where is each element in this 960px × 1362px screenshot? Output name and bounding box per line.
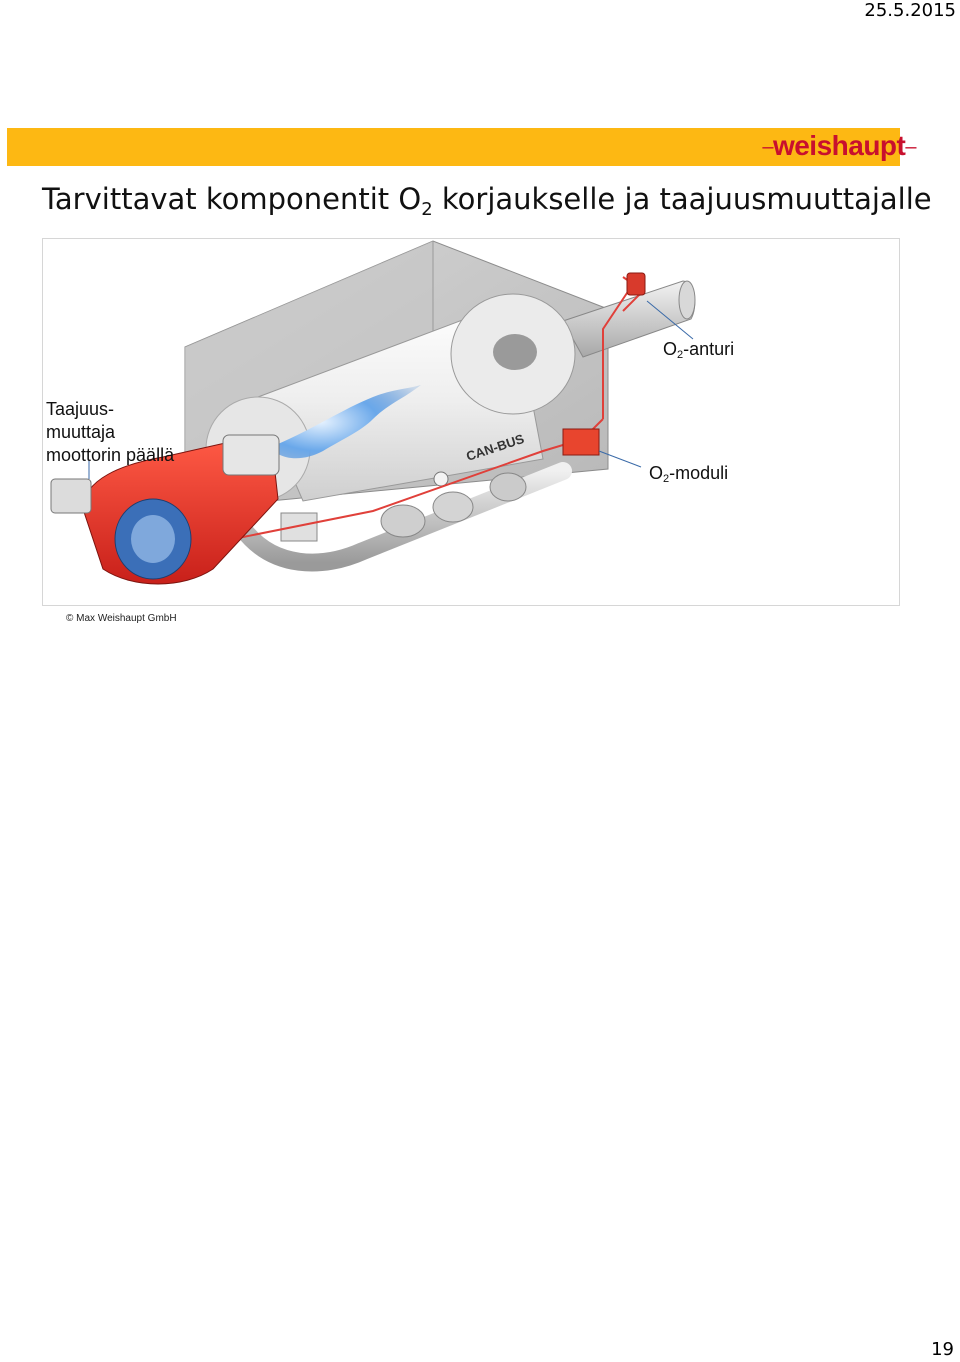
gas-train <box>234 462 572 572</box>
burner-system-drawing: CAN-BUS <box>50 240 696 585</box>
o2-module-label: O2-moduli <box>649 463 729 485</box>
brand-name: weishaupt <box>772 130 906 161</box>
page-number: 19 <box>931 1339 954 1360</box>
weishaupt-logo: –weishaupt– <box>762 130 916 161</box>
o2-sensor <box>626 272 694 340</box>
slide-title: Tarvittavat komponentit O2 korjaukselle … <box>42 182 932 220</box>
burner-system-illustration: CAN-BUS O2-anturi O2-moduli Taajuus- muu <box>42 238 900 606</box>
copyright-notice: © Max Weishaupt GmbH <box>66 613 177 624</box>
blue-flame <box>278 385 421 459</box>
vfd-label: Taajuus- muuttaja moottorin päällä <box>46 399 175 465</box>
o2-sensor-label: O2-anturi <box>663 339 735 361</box>
burner-body <box>50 434 280 585</box>
vfd-unit <box>50 478 92 514</box>
slide-date: 25.5.2015 <box>864 0 956 21</box>
flue-pipe <box>562 280 696 358</box>
brand-bar <box>7 128 900 166</box>
o2-module <box>562 428 642 468</box>
